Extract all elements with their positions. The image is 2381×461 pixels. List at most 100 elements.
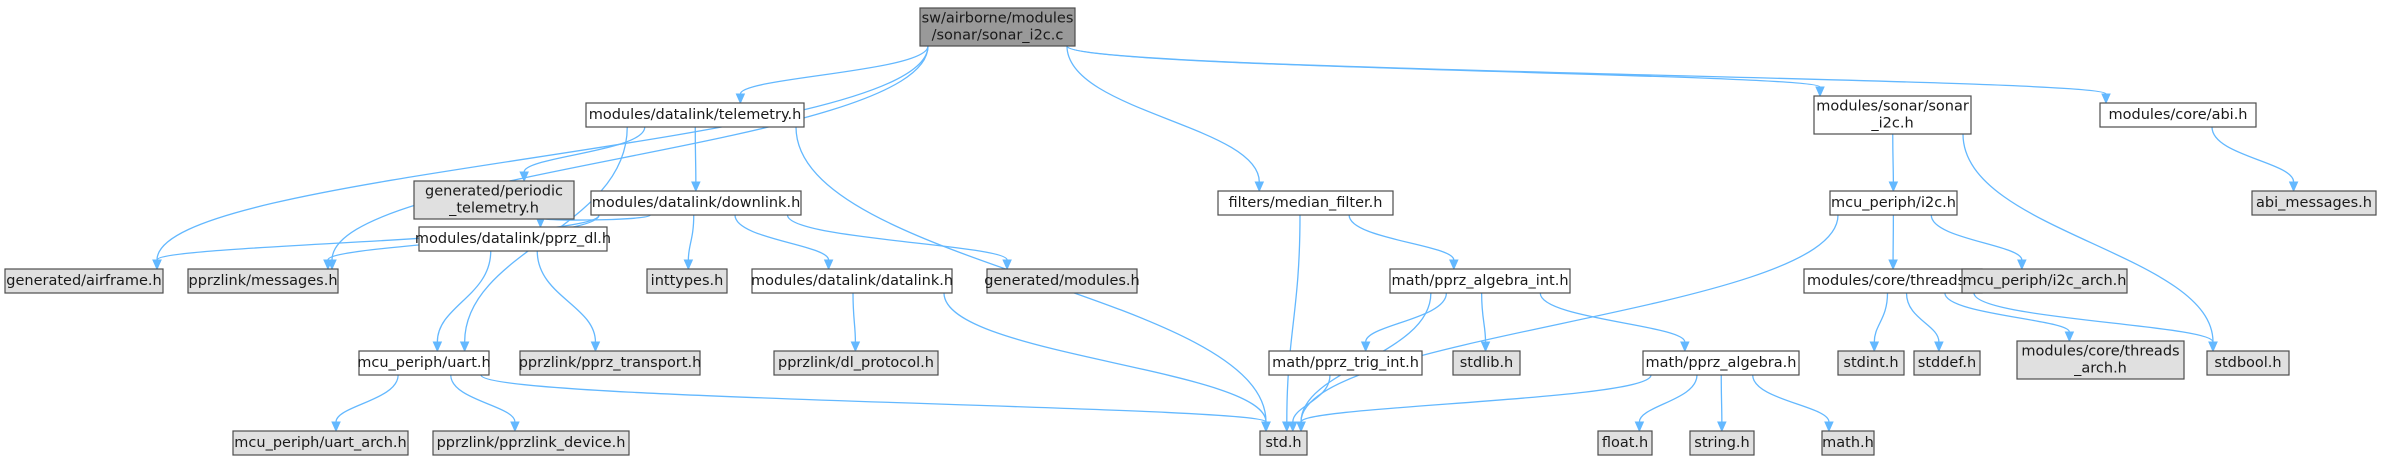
node-label: math/pprz_algebra_int.h [1391,273,1568,289]
node-downlink[interactable]: modules/datalink/downlink.h [590,190,802,216]
arrowhead [2017,259,2027,271]
node-box [413,180,575,220]
node-label: pprzlink/pprz_transport.h [519,355,702,371]
edge-line [1892,133,1894,183]
node-device[interactable]: pprzlink/pprzlink_device.h [432,430,630,456]
edge-line [1365,292,1448,343]
edge-downlink-to-gen_modules [786,214,1012,271]
edge-root-to-median [1066,45,1265,193]
node-label: stddef.h [1918,355,1976,371]
arrowhead [1002,259,1012,271]
edge-line [1480,292,1487,343]
node-label: pprzlink/pprzlink_device.h [437,435,626,451]
edge-line [450,374,516,423]
node-uart[interactable]: mcu_periph/uart.h [357,350,491,376]
node-inttypes[interactable]: inttypes.h [646,268,728,294]
node-box [590,190,802,216]
node-box [1268,350,1423,376]
node-box [2251,190,2377,216]
node-label: modules/datalink/pprz_dl.h [415,231,611,247]
arrowhead [1480,341,1491,353]
node-string[interactable]: string.h [1689,430,1755,456]
node-pprz-dl[interactable]: modules/datalink/pprz_dl.h [415,226,611,252]
node-label: modules/datalink/telemetry.h [589,107,802,123]
edge-line [786,214,1008,261]
node-box [4,268,164,294]
edge-sonar_h-to-stdbool [1962,133,2218,353]
node-box [1259,430,1308,456]
edge-pprz_dl-to-uart [432,250,492,353]
node-airframe[interactable]: generated/airframe.h [4,268,164,294]
node-box [585,102,805,128]
node-transport[interactable]: pprzlink/pprz_transport.h [519,350,702,376]
node-box [986,268,1138,294]
edge-line [1720,374,1723,423]
edge-line [1286,214,1301,423]
node-box [519,350,701,376]
edge-line [687,214,695,261]
arrowhead [1449,259,1459,271]
node-float[interactable]: float.h [1597,430,1653,456]
node-label: stdbool.h [2214,355,2281,371]
edge-line [436,250,492,343]
arrowhead [1360,341,1371,353]
edge-algebra_int-to-trig_int [1360,292,1448,353]
arrowhead [2288,181,2299,193]
node-median[interactable]: filters/median_filter.h [1217,190,1394,216]
node-box [432,430,630,456]
node-threads[interactable]: modules/core/threads.h [1803,268,1983,294]
arrowhead [2208,341,2218,353]
node-algebra-int[interactable]: math/pprz_algebra_int.h [1389,268,1571,294]
edge-line [694,126,697,183]
node-abi[interactable]: modules/core/abi.h [2099,102,2257,128]
node-box [646,268,728,294]
node-i2c-arch[interactable]: mcu_periph/i2c_arch.h [1961,268,2128,294]
node-stddef[interactable]: stddef.h [1913,350,1981,376]
arrowhead [2101,93,2111,105]
node-label: sw/airborne/modules [922,11,1074,27]
arrowhead [1288,421,1298,433]
node-std[interactable]: std.h [1259,430,1308,456]
node-box [418,226,608,252]
node-label: float.h [1602,435,1648,451]
node-sonar-h[interactable]: modules/sonar/sonar_i2c.h [1813,95,1972,135]
node-telemetry[interactable]: modules/datalink/telemetry.h [585,102,805,128]
node-stdint[interactable]: stdint.h [1837,350,1905,376]
node-box [1452,350,1521,376]
node-root[interactable]: sw/airborne/modules/sonar/sonar_i2c.c [919,7,1076,47]
node-trig-int[interactable]: math/pprz_trig_int.h [1268,350,1423,376]
edge-uart-to-device [450,374,520,433]
node-stdbool[interactable]: stdbool.h [2206,350,2290,376]
node-algebra[interactable]: math/pprz_algebra.h [1642,350,1800,376]
edge-uart-to-uart_arch [331,374,399,433]
node-i2c[interactable]: mcu_periph/i2c.h [1829,190,1958,216]
node-datalink[interactable]: modules/datalink/datalink.h [751,268,953,294]
node-threads-arch[interactable]: modules/core/threads_arch.h [2016,340,2185,380]
node-gen-modules[interactable]: generated/modules.h [984,268,1140,294]
node-dl-protocol[interactable]: pprzlink/dl_protocol.h [773,350,939,376]
edge-algebra-to-float [1634,374,1698,433]
node-uart-arch[interactable]: mcu_periph/uart_arch.h [232,430,409,456]
node-math[interactable]: math.h [1821,430,1875,456]
node-label: modules/core/threads.h [1807,273,1979,289]
node-periodic[interactable]: generated/periodic_telemetry.h [413,180,575,220]
node-label: string.h [1694,435,1749,451]
arrowhead [683,259,694,271]
edge-downlink-to-airframe [152,214,600,271]
edge-line [1539,292,1686,343]
node-label: stdlib.h [1460,355,1514,371]
edge-algebra_int-to-algebra [1539,292,1690,353]
edge-sonar_h-to-i2c [1888,133,1899,193]
edge-abi-to-abi_msgs [2211,126,2299,193]
node-messages[interactable]: pprzlink/messages.h [187,268,339,294]
edge-line [331,45,929,261]
edge-line [156,214,600,261]
node-box [2016,340,2185,380]
node-abi-msgs[interactable]: abi_messages.h [2251,190,2377,216]
edge-line [480,374,1267,423]
node-stdlib[interactable]: stdlib.h [1452,350,1521,376]
arrowhead [850,341,861,353]
node-label: inttypes.h [651,273,724,289]
edge-threads-to-stddef [1905,292,1944,353]
